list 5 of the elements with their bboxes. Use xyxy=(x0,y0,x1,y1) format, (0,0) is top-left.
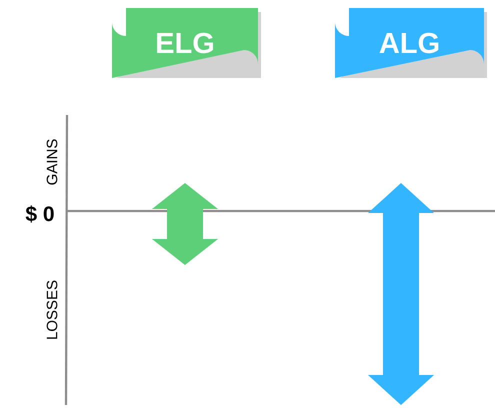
axis-label: LOSSES xyxy=(46,280,58,339)
label-box: ALG xyxy=(335,8,487,78)
axis-label: GAINS xyxy=(46,139,58,185)
axis-label: $ 0 xyxy=(26,205,54,223)
label-box: ELG xyxy=(112,8,261,78)
